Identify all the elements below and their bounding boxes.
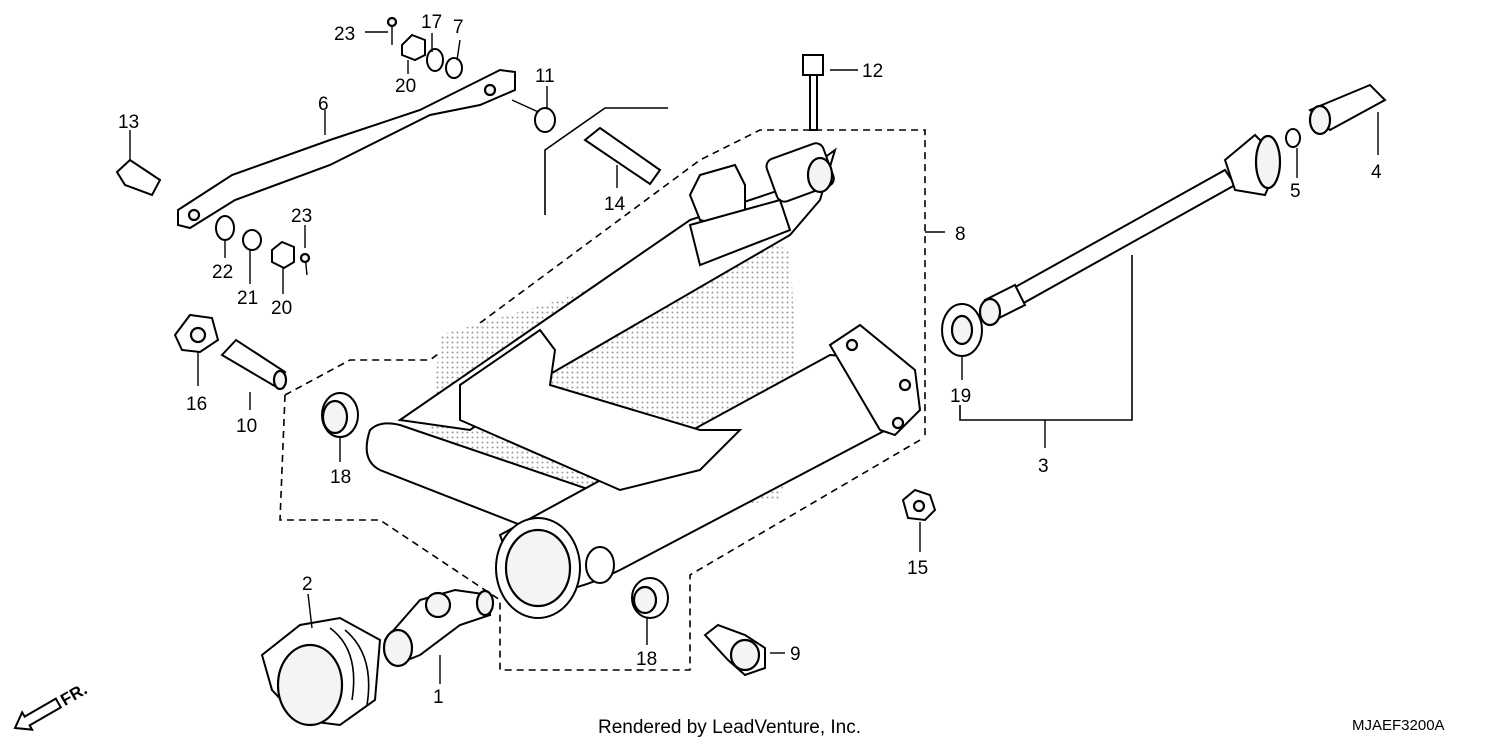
cotter-pin-23-upper[interactable] — [386, 16, 398, 45]
callout-9: 9 — [790, 644, 801, 665]
bolt-12[interactable] — [802, 54, 824, 131]
boot[interactable] — [260, 616, 382, 727]
callout-5: 5 — [1290, 181, 1301, 202]
front-arrow-icon — [13, 697, 63, 731]
callout-labels: 1 2 3 4 5 6 7 8 9 10 11 12 13 14 15 16 1… — [118, 12, 1382, 708]
callout-10: 10 — [236, 416, 257, 437]
callout-23-lower: 23 — [291, 206, 312, 227]
callout-12: 12 — [862, 61, 883, 82]
washer-7[interactable] — [445, 57, 463, 79]
leader-lines — [129, 31, 1379, 684]
callout-7: 7 — [453, 17, 464, 38]
drain-bolt-9[interactable] — [703, 623, 766, 677]
bolt-13[interactable] — [115, 158, 162, 197]
callout-20-lower: 20 — [271, 298, 292, 319]
callout-14: 14 — [604, 194, 626, 215]
cotter-pin-23-lower[interactable] — [299, 252, 311, 276]
torque-rod[interactable] — [177, 68, 516, 230]
callout-3: 3 — [1038, 456, 1049, 477]
pivot-cap-16[interactable] — [173, 313, 220, 354]
pivot-bolt-10[interactable] — [220, 338, 288, 391]
collar-22[interactable] — [215, 215, 235, 241]
drive-shaft[interactable] — [978, 133, 1282, 327]
universal-joint[interactable] — [382, 588, 495, 668]
washer-21[interactable] — [242, 229, 262, 251]
washer-17[interactable] — [426, 48, 444, 72]
callout-22: 22 — [212, 262, 233, 283]
callout-6: 6 — [318, 94, 329, 115]
callout-19: 19 — [950, 386, 971, 407]
render-credit: Rendered by LeadVenture, Inc. — [598, 717, 861, 738]
spring-4[interactable] — [1308, 83, 1387, 136]
front-direction-indicator: FR. — [13, 680, 90, 731]
nut-20-upper[interactable] — [401, 33, 426, 62]
bearing-18-upper[interactable] — [321, 392, 359, 438]
front-label: FR. — [57, 680, 90, 710]
callout-4: 4 — [1371, 162, 1382, 183]
callout-1: 1 — [433, 687, 444, 708]
bolt-11[interactable] — [511, 99, 556, 133]
bearing-19[interactable] — [941, 303, 983, 357]
callout-13: 13 — [118, 112, 139, 133]
nut-20-lower[interactable] — [271, 240, 295, 270]
diagram-code: MJAEF3200A — [1352, 717, 1445, 734]
bolt-14[interactable] — [583, 126, 662, 186]
swingarm-body[interactable] — [365, 141, 922, 619]
callout-23-upper: 23 — [334, 24, 355, 45]
callout-15: 15 — [907, 558, 928, 579]
callout-2: 2 — [302, 574, 313, 595]
callout-11: 11 — [535, 66, 555, 87]
callout-16: 16 — [186, 394, 207, 415]
callout-8: 8 — [955, 224, 966, 245]
nut-15[interactable] — [901, 488, 937, 522]
callout-17: 17 — [421, 12, 442, 33]
callout-18-upper: 18 — [330, 467, 351, 488]
callout-21: 21 — [237, 288, 258, 309]
callout-20-upper: 20 — [395, 76, 416, 97]
callout-18-lower: 18 — [636, 649, 657, 670]
swingarm-assembly-boundary — [279, 107, 945, 671]
circlip-5[interactable] — [1285, 128, 1301, 148]
bearing-18-lower[interactable] — [631, 577, 669, 619]
